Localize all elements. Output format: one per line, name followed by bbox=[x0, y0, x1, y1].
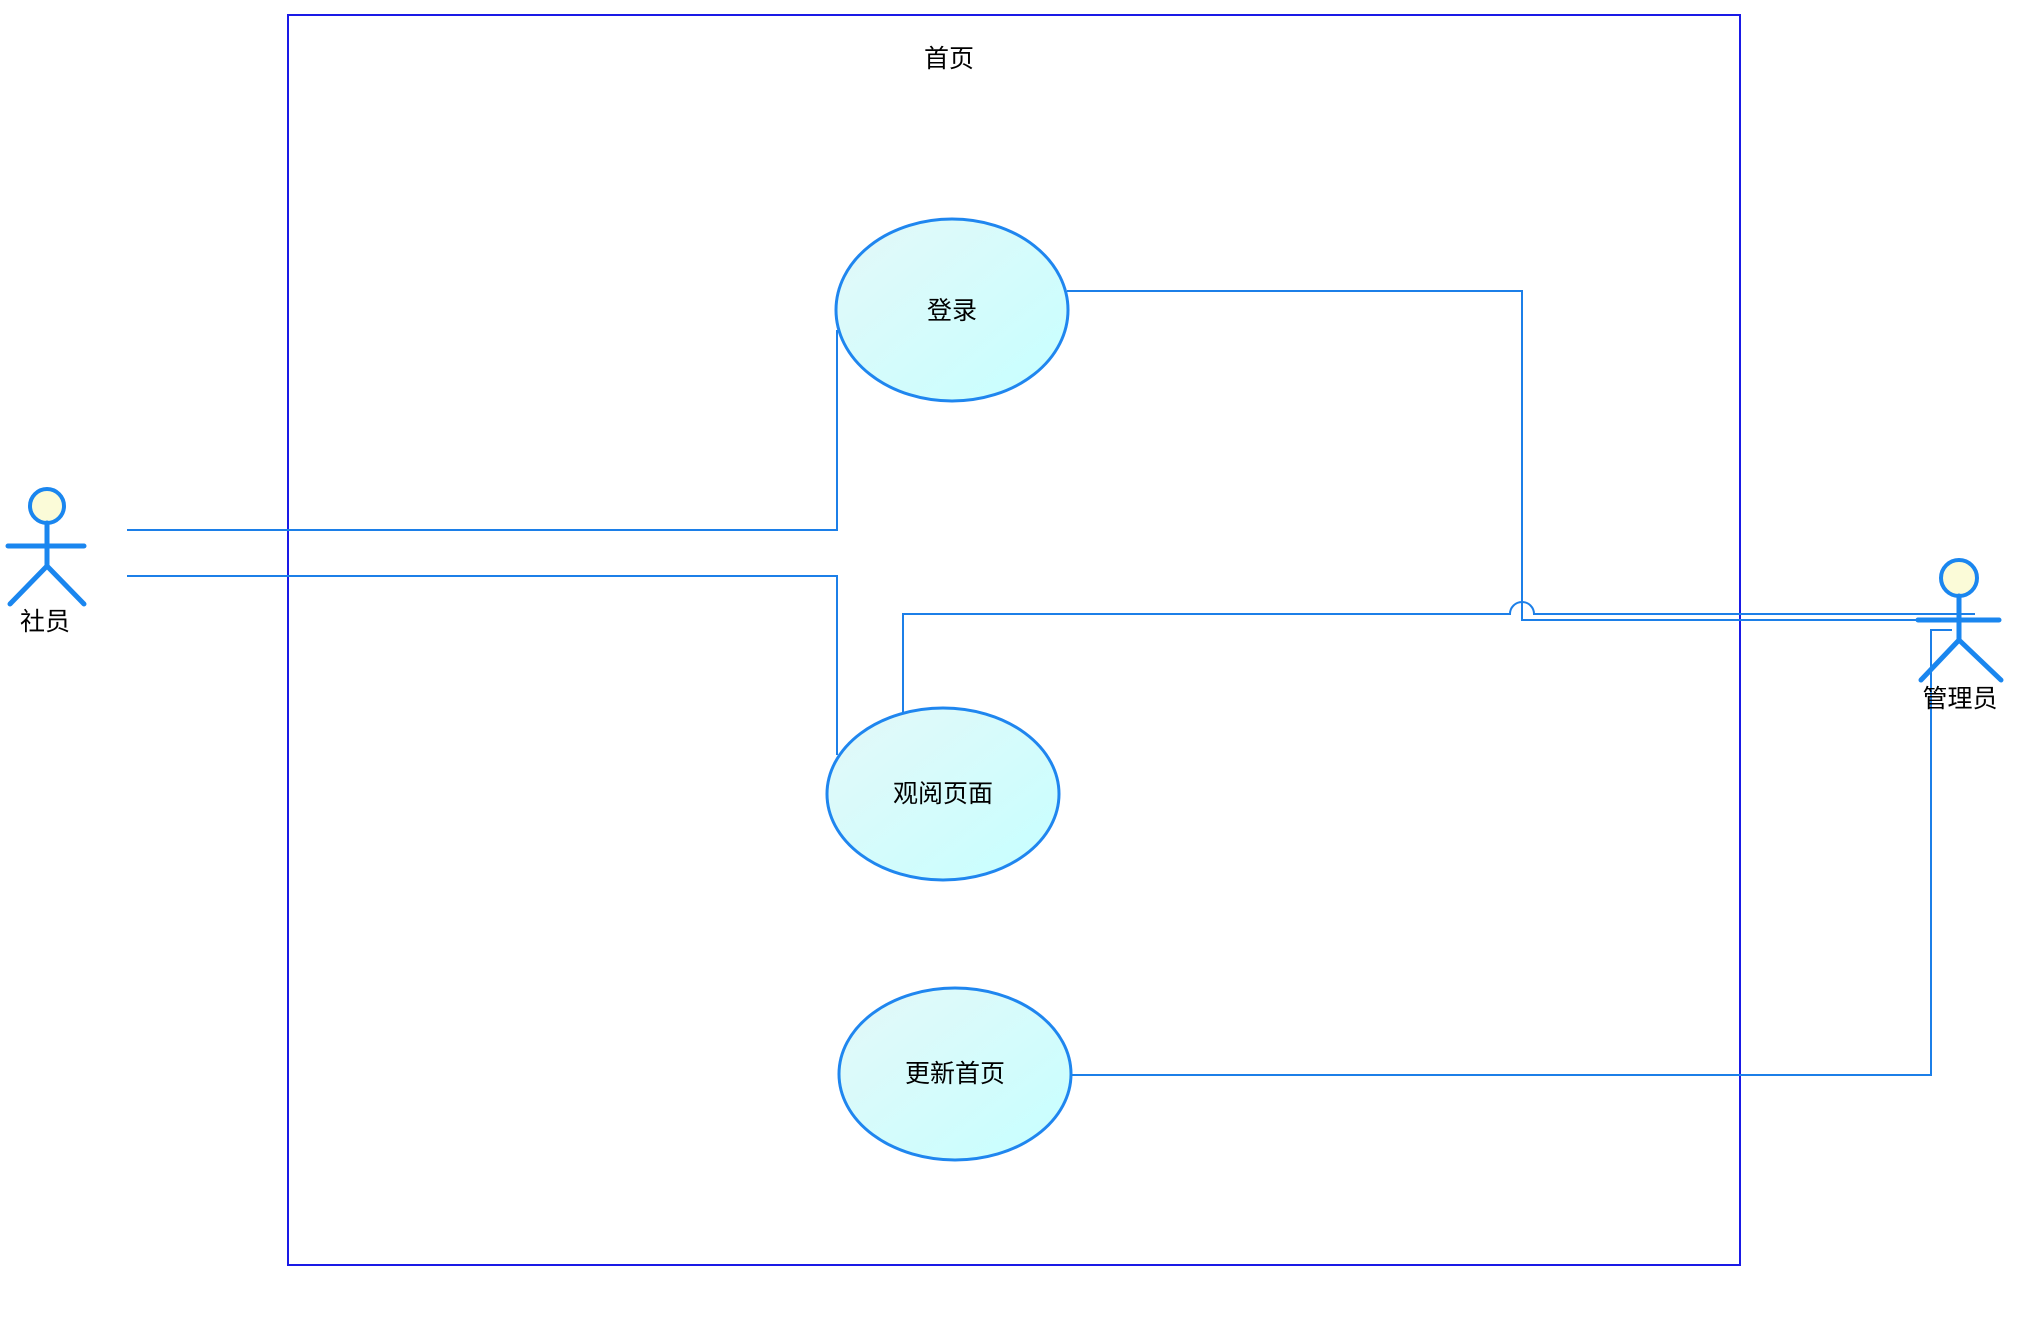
actor-admin-figure-icon bbox=[1915, 558, 2004, 683]
use-case-login[interactable]: 登录 bbox=[834, 217, 1070, 403]
use-case-update-home[interactable]: 更新首页 bbox=[837, 986, 1073, 1162]
association-login-admin[interactable] bbox=[1067, 290, 1957, 621]
system-boundary[interactable] bbox=[287, 14, 1741, 1266]
association-member-view-page[interactable] bbox=[127, 575, 838, 755]
use-case-view-page-label: 观阅页面 bbox=[893, 779, 993, 808]
actor-admin[interactable]: 管理员 bbox=[1915, 558, 2004, 713]
actor-member[interactable]: 社员 bbox=[5, 487, 87, 636]
use-case-view-page[interactable]: 观阅页面 bbox=[825, 706, 1061, 882]
association-view-page-admin[interactable] bbox=[902, 601, 1975, 713]
use-case-update-home-label: 更新首页 bbox=[905, 1059, 1005, 1088]
actor-admin-label: 管理员 bbox=[1922, 684, 1997, 713]
association-update-home-admin[interactable] bbox=[1072, 629, 1952, 1076]
use-case-login-label: 登录 bbox=[927, 296, 977, 325]
system-title: 首页 bbox=[924, 44, 974, 73]
actor-member-label: 社员 bbox=[20, 607, 70, 636]
actor-member-figure-icon bbox=[5, 487, 87, 607]
association-member-login[interactable] bbox=[127, 330, 838, 531]
